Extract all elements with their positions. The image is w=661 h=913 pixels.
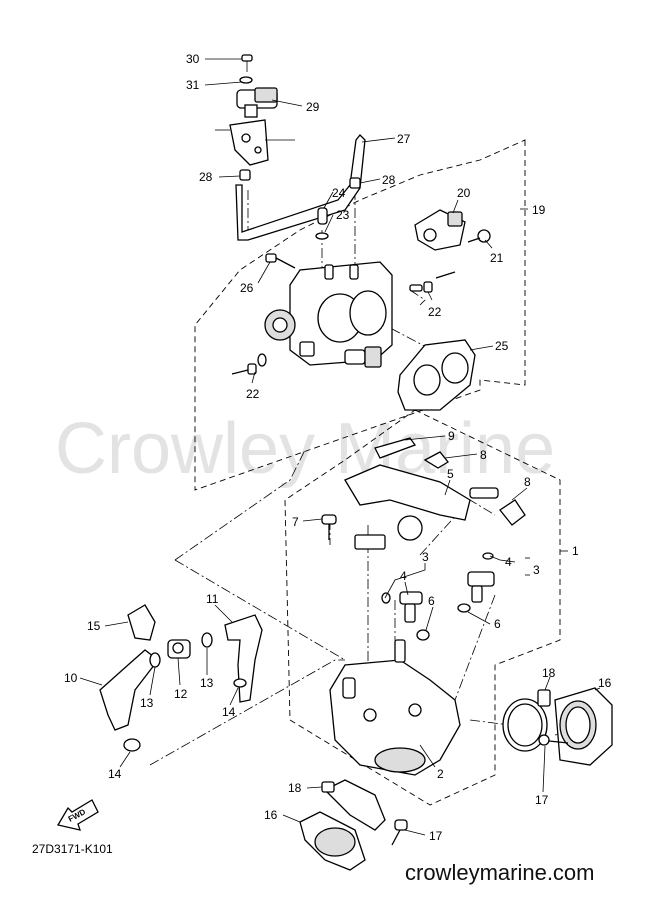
callout-13-left: 13 <box>140 696 154 710</box>
callout-24: 24 <box>332 186 346 200</box>
callout-27: 27 <box>397 132 411 146</box>
callout-21: 21 <box>490 251 504 265</box>
clip-14-right <box>233 678 247 688</box>
cap-28-right <box>349 177 361 189</box>
callout-14-right: 14 <box>222 705 236 719</box>
callout-10: 10 <box>64 671 78 685</box>
group-outline-1 <box>284 409 561 806</box>
cap-28-left <box>239 169 251 181</box>
hose-11 <box>224 614 263 703</box>
clamp-18-bottom <box>321 779 386 831</box>
callout-6-left: 6 <box>428 594 435 608</box>
callout-4-right: 4 <box>505 555 512 569</box>
clip-23 <box>315 232 329 240</box>
callout-20: 20 <box>457 186 471 200</box>
callout-26: 26 <box>240 281 254 295</box>
callout-labels: 30 31 29 27 28 28 24 23 20 21 19 26 22 2… <box>64 52 612 843</box>
callout-18-right: 18 <box>542 666 556 680</box>
callout-3-right: 3 <box>533 563 540 577</box>
bolt-26 <box>265 253 296 269</box>
watermark-text: Crowley Marine <box>55 409 555 489</box>
bracket <box>215 119 295 166</box>
bolt-17-bottom <box>391 819 408 846</box>
sensor-20 <box>414 209 466 251</box>
intake-body-2 <box>329 639 461 776</box>
callout-16-bottom: 16 <box>264 808 278 822</box>
gasket-25 <box>397 339 476 411</box>
leader-lines <box>79 58 601 836</box>
callout-3-left: 3 <box>422 550 429 564</box>
callout-17-right: 17 <box>535 793 549 807</box>
injector-3-left <box>381 591 423 623</box>
callout-15: 15 <box>87 619 101 633</box>
clip-8-right <box>499 499 526 526</box>
callout-6-right: 6 <box>494 617 501 631</box>
callout-4-left: 4 <box>400 569 407 583</box>
callout-5: 5 <box>447 467 454 481</box>
callout-13-right: 13 <box>200 676 214 690</box>
throttle-body <box>264 261 393 368</box>
screw-22-right <box>409 271 456 293</box>
bracket-15 <box>127 604 156 641</box>
callout-28-left: 28 <box>199 170 213 184</box>
callout-12: 12 <box>174 687 188 701</box>
callout-28-right: 28 <box>382 173 396 187</box>
callout-17-bottom: 17 <box>429 829 443 843</box>
callout-19: 19 <box>532 203 546 217</box>
callout-11: 11 <box>206 592 219 606</box>
clip-8-upper <box>423 451 449 469</box>
callout-9: 9 <box>448 429 455 443</box>
callout-8-right: 8 <box>524 475 531 489</box>
hose-27 <box>235 134 366 241</box>
callout-31: 31 <box>186 78 200 92</box>
fuel-rail-5 <box>344 464 499 550</box>
fwd-arrow-icon: FWD <box>56 799 99 831</box>
callout-16-right: 16 <box>598 676 612 690</box>
oring-6-left <box>416 629 430 641</box>
clamp-13-left <box>149 652 161 668</box>
screw-30 <box>241 54 253 72</box>
group-outline-19 <box>194 139 526 491</box>
hose-10 <box>99 649 159 731</box>
site-url: crowleymarine.com <box>405 860 595 885</box>
callout-23: 23 <box>336 208 350 222</box>
clamp-13-right <box>201 632 213 648</box>
callout-25: 25 <box>495 339 509 353</box>
sensor-29 <box>236 87 278 118</box>
callout-18-bottom: 18 <box>288 781 302 795</box>
washer-31 <box>239 76 253 84</box>
callout-7: 7 <box>292 515 299 529</box>
joint-16-bottom <box>299 811 366 871</box>
screw-7 <box>321 514 337 540</box>
screw-21 <box>467 229 491 243</box>
callout-2: 2 <box>437 767 444 781</box>
callout-22-left: 22 <box>246 387 260 401</box>
callout-30: 30 <box>186 52 200 66</box>
clip-14-left <box>123 738 141 752</box>
callout-22-right: 22 <box>428 305 442 319</box>
fitting-12 <box>167 639 191 659</box>
callout-14-left: 14 <box>108 767 122 781</box>
screw-22-left <box>231 353 267 375</box>
cap-24 <box>317 207 328 225</box>
injector-3-right <box>467 552 495 603</box>
bolt-17-right <box>538 734 569 746</box>
callout-8-upper: 8 <box>480 448 487 462</box>
oring-6-right <box>457 603 471 613</box>
clamp-18-right <box>502 689 551 752</box>
callout-1: 1 <box>572 544 579 558</box>
callout-29: 29 <box>306 100 320 114</box>
joint-16-right <box>554 687 613 766</box>
clip-9 <box>374 437 417 459</box>
drawing-code: 27D3171-K101 <box>32 842 113 856</box>
